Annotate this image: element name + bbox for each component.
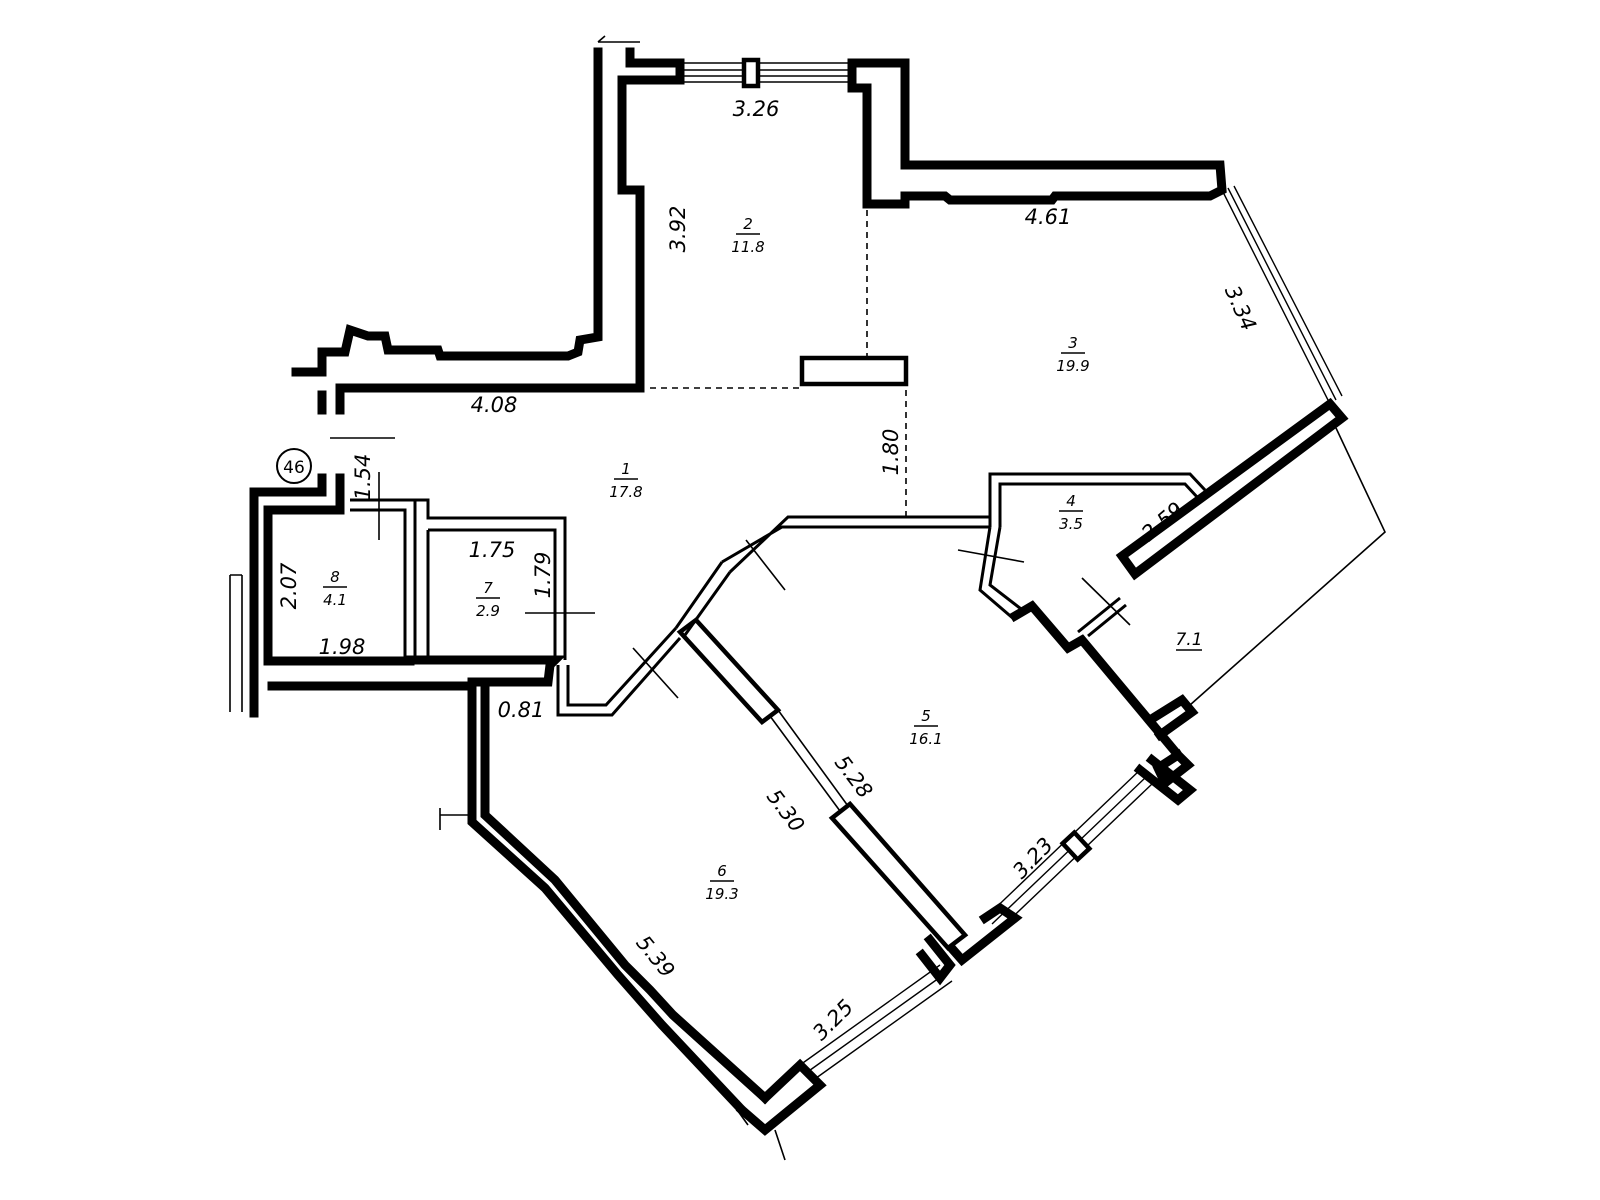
wall-room2-inner: [335, 47, 685, 415]
dimension-label: 5.30: [762, 785, 809, 837]
axis-marker-circle: [276, 448, 312, 484]
room-label-5: 5 16.1: [909, 707, 942, 748]
room-number: 2: [743, 215, 753, 233]
room-area: 3.5: [1059, 515, 1083, 533]
partition-room4: [978, 472, 1207, 622]
dimension-label: 1.75: [469, 538, 516, 562]
wall-room6-west: [480, 677, 772, 1105]
room-area: 17.8: [609, 483, 642, 501]
room-area: 2.9: [476, 602, 500, 620]
partition-corridor: [556, 626, 682, 717]
window-room5: [984, 769, 1153, 931]
dimension-label: 1.54: [351, 454, 375, 501]
window-east: [1221, 185, 1343, 405]
dimension-label: 1.98: [319, 635, 366, 659]
dimension-label: 3.26: [733, 97, 780, 121]
dimension-label: 0.81: [498, 698, 545, 722]
wall-west-jamb: [229, 574, 243, 712]
room-area: 19.3: [705, 885, 738, 903]
dimension-label: 3.34: [1220, 282, 1261, 334]
dimension-label: 1.79: [531, 552, 555, 599]
dimension-label: 3.92: [666, 206, 690, 253]
dimension-label: 3.25: [808, 995, 858, 1045]
room-label-4: 4 3.5: [1059, 492, 1083, 533]
wall-room6-outer: [467, 681, 749, 1117]
wall-room8: [263, 473, 415, 666]
dimension-label: 2.07: [277, 562, 301, 609]
room-label-6: 6 19.3: [705, 862, 738, 903]
room-number: 1: [621, 460, 631, 478]
room-number: 6: [717, 862, 727, 880]
partition-corridor-north: [674, 515, 990, 636]
wall-balcony-partition: [1008, 600, 1195, 791]
room-label-3: 3 19.9: [1056, 334, 1089, 375]
window-north: [680, 57, 852, 89]
axis-marker: 46: [276, 448, 312, 484]
wall-west-stub: [317, 390, 345, 415]
dimension-label: 5.28: [830, 751, 877, 803]
balcony-outline: [1189, 427, 1386, 706]
wall-north-right: [847, 58, 1227, 209]
wall-east-lower: [1133, 753, 1198, 806]
partition-room7: [413, 498, 567, 660]
partitions: [350, 472, 1207, 717]
room-label-1: 1 17.8: [609, 460, 642, 501]
partition-room5-6-gap: [769, 709, 849, 812]
wall-balcony-south: [1143, 694, 1199, 742]
wall-room6-corner: [735, 1058, 827, 1136]
partition-room3: [799, 355, 909, 387]
dimension-labels: 3.26 3.92 4.61 3.34 4.08 1.80 1.54 2.59 …: [277, 97, 1261, 1045]
room-label-8: 8 4.1: [323, 568, 347, 609]
axis-marker-label: 46: [283, 458, 305, 478]
room-number: 4: [1066, 492, 1076, 510]
zone-lines: [650, 210, 907, 517]
room4-door: [1077, 596, 1127, 638]
walls: [229, 47, 1349, 1136]
wall-east-diagonal: [1115, 397, 1349, 581]
room-area: 4.1: [323, 591, 347, 609]
window-room6: [799, 964, 953, 1082]
room-number: 5: [921, 707, 931, 725]
room-area: 11.8: [731, 238, 764, 256]
wall-room2-west: [291, 47, 603, 377]
dimension-label: 3.23: [1008, 833, 1058, 883]
wall-west-outer: [249, 473, 327, 718]
room-labels: 1 17.8 2 11.8 3 19.9 4 3.5 5 16.1 6 19.3: [323, 215, 1203, 903]
wall-room5-south-corner: [933, 902, 1023, 967]
windows: [680, 57, 1343, 1082]
room-number: 3: [1068, 334, 1078, 352]
partition-room5-6-lower: [828, 800, 969, 952]
balcony-area: 7.1: [1175, 630, 1202, 650]
partition-room5-6-upper: [676, 616, 782, 726]
room-area: 16.1: [909, 730, 942, 748]
room-number: 7: [483, 579, 493, 597]
room-label-2: 2 11.8: [731, 215, 764, 256]
room-area: 19.9: [1056, 357, 1089, 375]
dimension-label: 1.80: [879, 429, 903, 476]
dimension-label: 4.61: [1025, 205, 1072, 229]
room-number: 8: [330, 568, 340, 586]
balcony-label: 7.1: [1175, 630, 1203, 651]
door-marks: [330, 35, 1131, 1161]
dimension-label: 4.08: [471, 393, 518, 417]
wall-room6-south-corner: [915, 933, 956, 986]
room-label-7: 7 2.9: [476, 579, 500, 620]
partition-room8-top: [350, 498, 415, 660]
